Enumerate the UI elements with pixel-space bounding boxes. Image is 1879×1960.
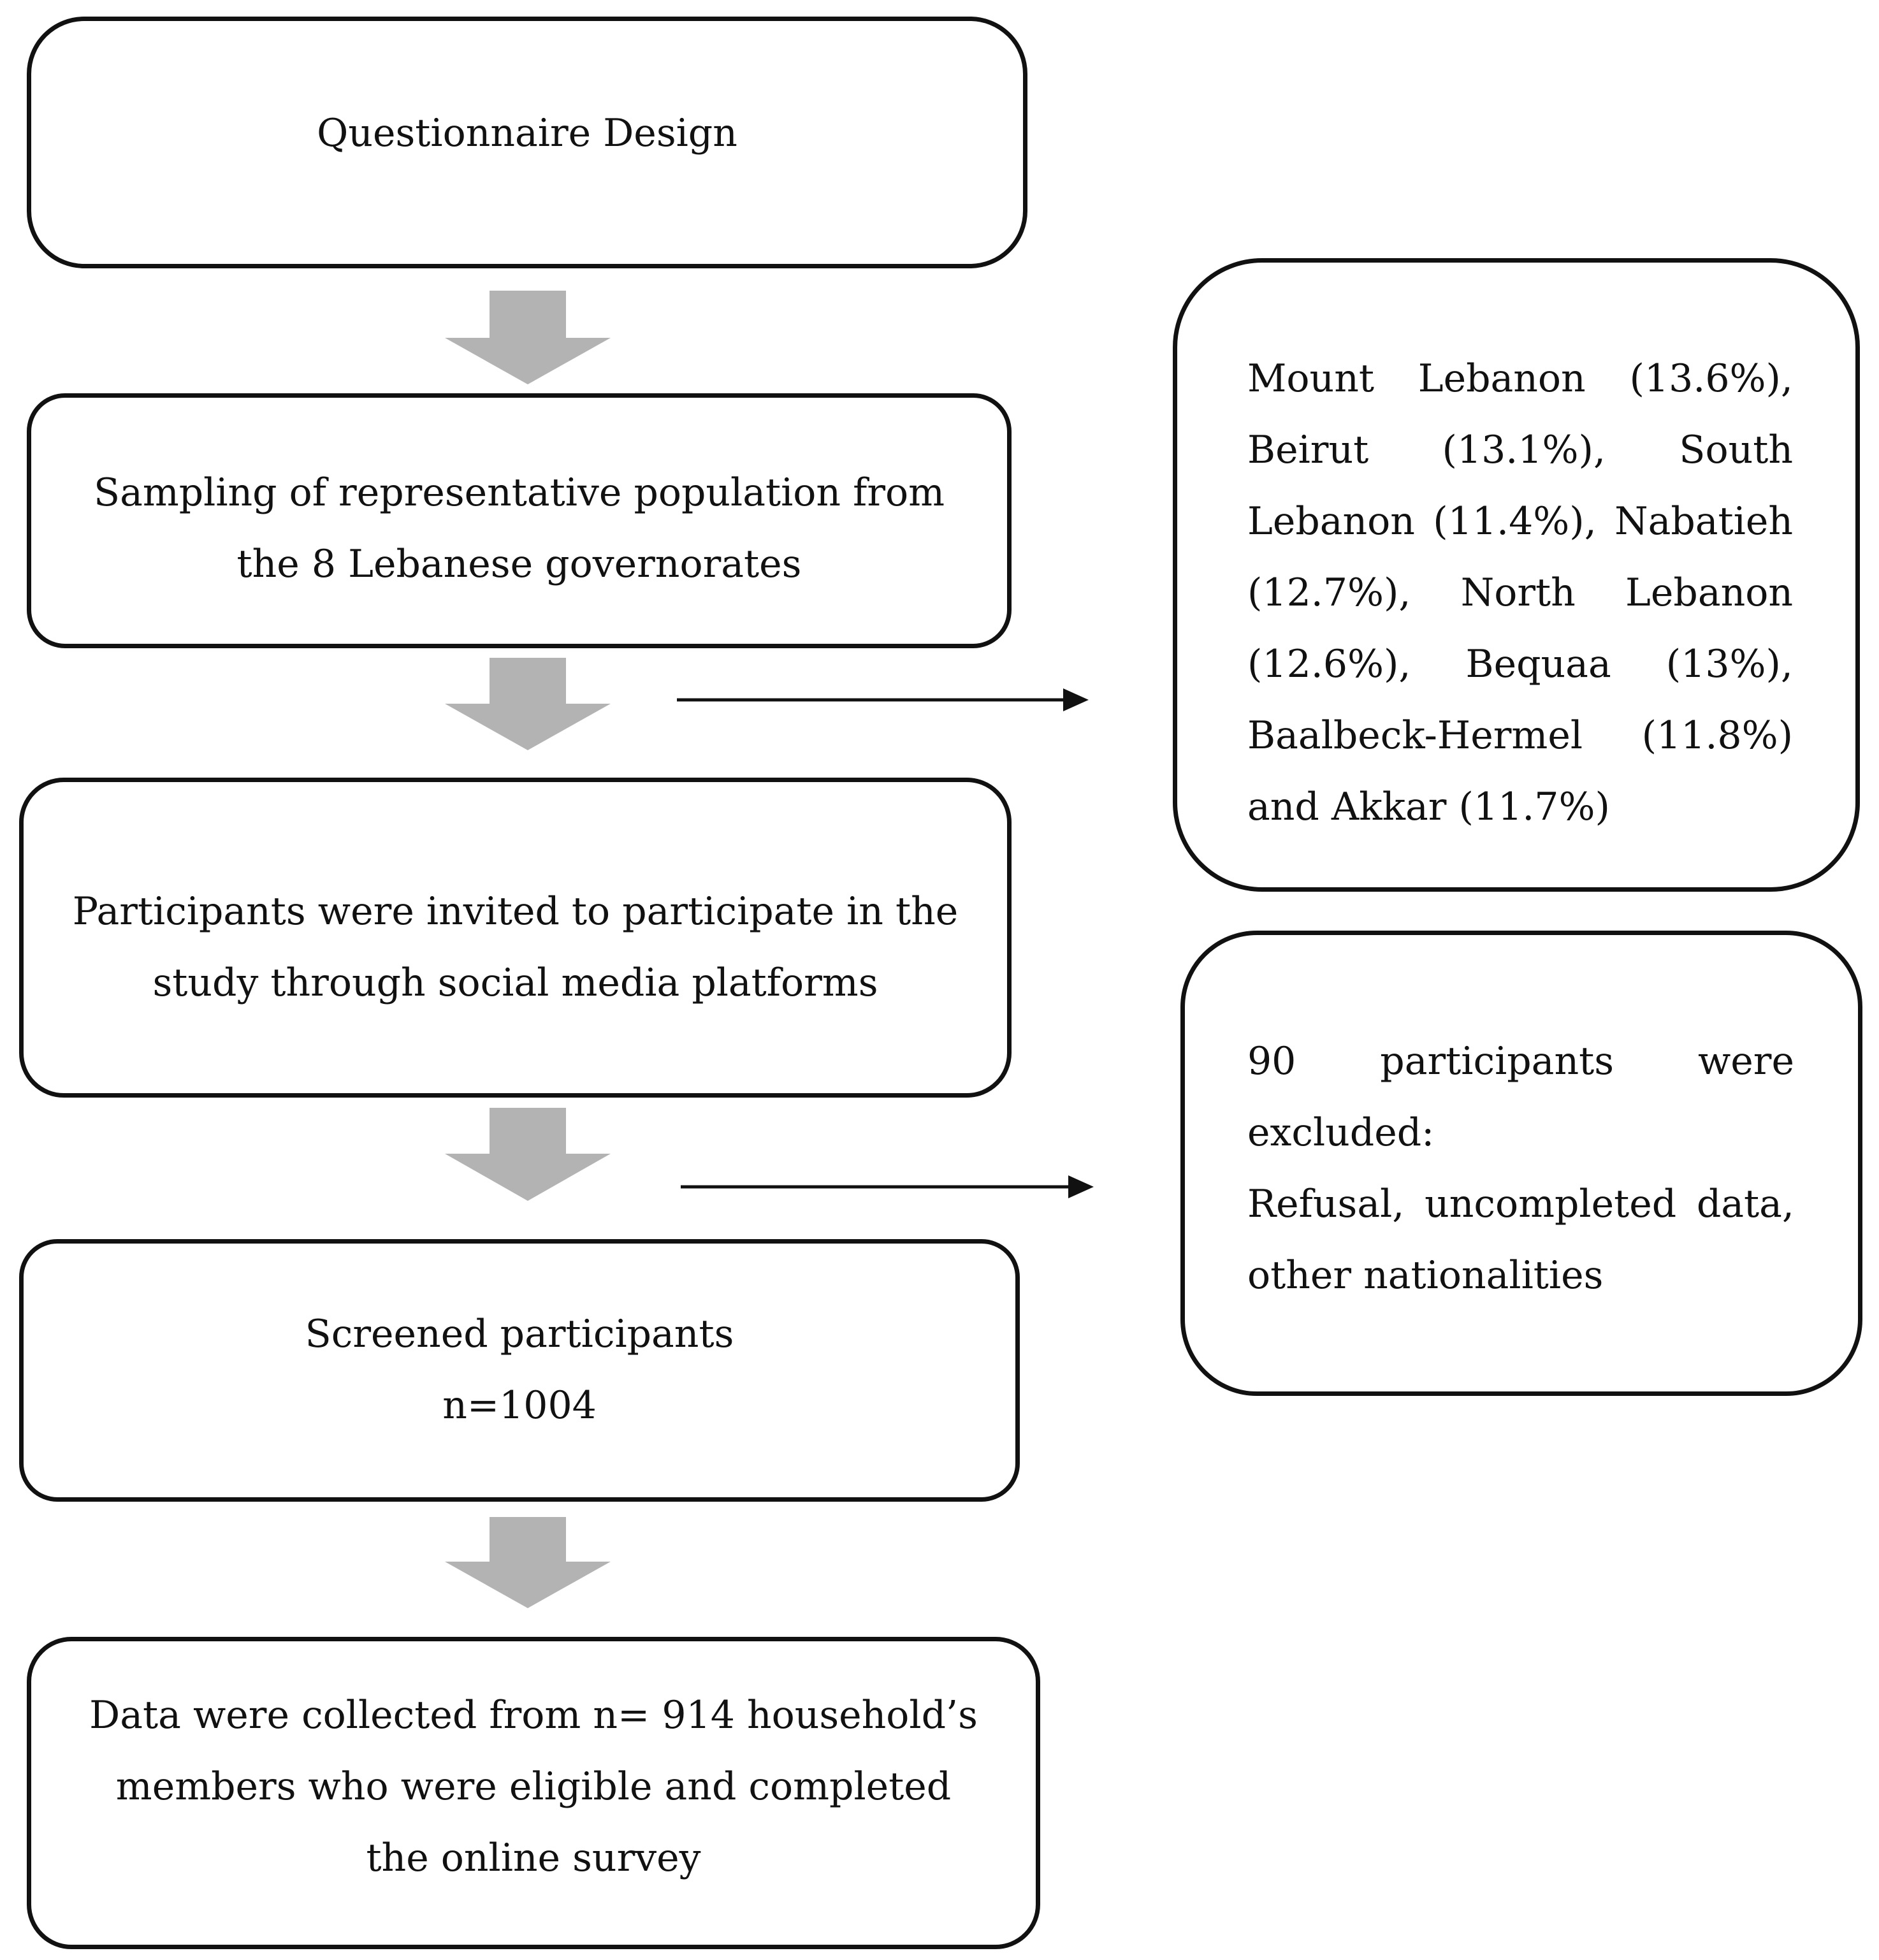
- step-text: Data were collected from n= 914 househol…: [89, 1693, 978, 1738]
- step-invitation: Participants were invited to participate…: [19, 778, 1012, 1098]
- exclusions-line: excluded:: [1247, 1110, 1435, 1155]
- step-screened: Screened participants n=1004: [19, 1239, 1020, 1502]
- arrowhead-icon: [1068, 1175, 1094, 1198]
- governorates-line: (12.6%), Bequaa (13%),: [1247, 642, 1793, 686]
- step-text: the online survey: [366, 1836, 701, 1880]
- governorates-line: and Akkar (11.7%): [1247, 785, 1610, 829]
- flow-arrow: [445, 291, 611, 384]
- flow-arrow: [445, 1108, 611, 1201]
- step-sampling: Sampling of representative population fr…: [27, 393, 1012, 648]
- step-text: members who were eligible and completed: [115, 1764, 952, 1809]
- governorates-box: Mount Lebanon (13.6%), Beirut (13.1%), S…: [1173, 258, 1860, 892]
- exclusions-line: 90 participants were: [1247, 1039, 1794, 1084]
- step-text: study through social media platforms: [152, 961, 878, 1005]
- step-text: Questionnaire Design: [317, 111, 737, 156]
- step-data-collected: Data were collected from n= 914 househol…: [27, 1637, 1040, 1949]
- exclusions-line: other nationalities: [1247, 1253, 1604, 1298]
- step-text: the 8 Lebanese governorates: [236, 542, 802, 586]
- governorates-line: Beirut (13.1%), South: [1247, 428, 1793, 472]
- governorates-line: Baalbeck-Hermel (11.8%): [1247, 713, 1793, 758]
- step-text: Participants were invited to participate…: [72, 889, 959, 934]
- arrowhead-icon: [1063, 688, 1089, 711]
- step-text: Screened participants: [305, 1312, 734, 1356]
- governorates-line: (12.7%), North Lebanon: [1247, 570, 1793, 615]
- step-questionnaire-design: Questionnaire Design: [27, 17, 1027, 268]
- step-text: Sampling of representative population fr…: [93, 470, 945, 515]
- step-text: n=1004: [442, 1383, 597, 1428]
- flow-arrow: [445, 658, 611, 750]
- governorates-line: Lebanon (11.4%), Nabatieh: [1247, 499, 1793, 544]
- exclusions-box: 90 participants were excluded: Refusal, …: [1180, 931, 1862, 1396]
- flow-arrow: [445, 1517, 611, 1608]
- governorates-line: Mount Lebanon (13.6%),: [1247, 356, 1793, 401]
- exclusions-line: Refusal, uncompleted data,: [1247, 1182, 1794, 1226]
